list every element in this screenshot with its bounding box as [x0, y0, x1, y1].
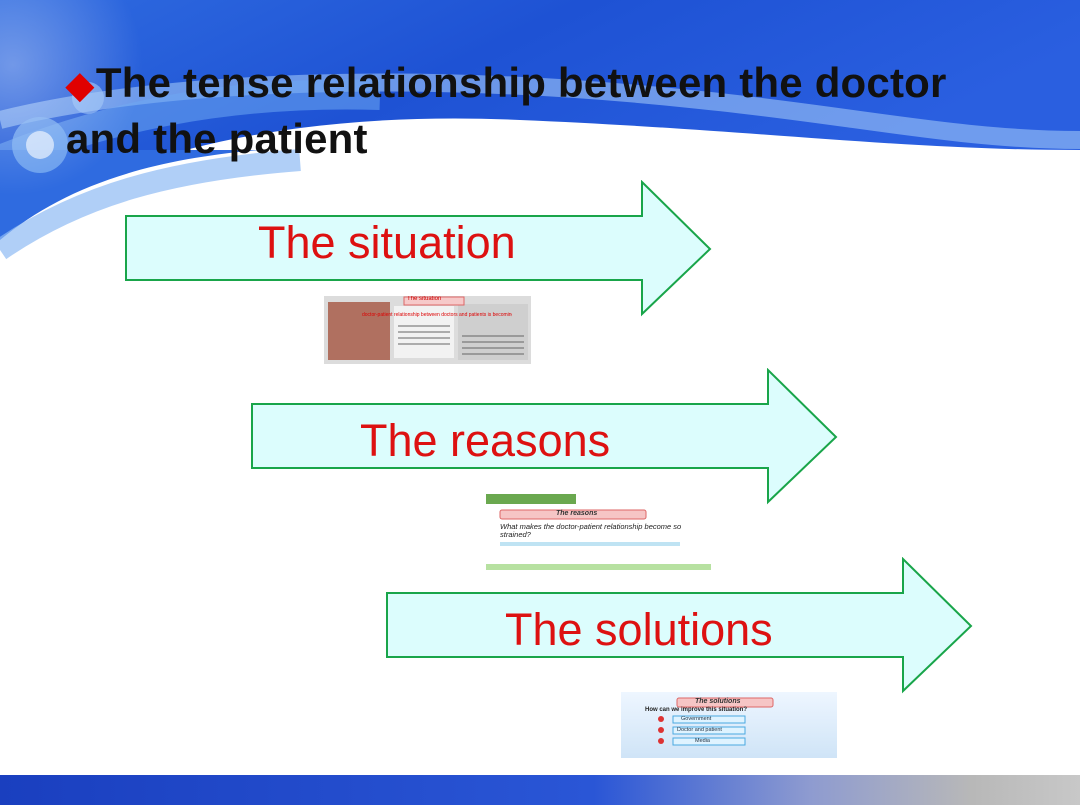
arrow-the-reasons[interactable]: The reasons [250, 368, 840, 506]
solutions-diagram-icon [658, 697, 774, 746]
situation-thumb-caption: doctor-patient relationship between doct… [362, 312, 512, 318]
slide-title: ◆The tense relationship between the doct… [66, 56, 966, 166]
solutions-thumb-header: The solutions [695, 698, 741, 705]
arrow-the-solutions[interactable]: The solutions [385, 557, 975, 695]
grass-border-icon [486, 494, 711, 570]
solutions-thumbnail[interactable]: The solutions How can we improve this si… [621, 692, 837, 758]
reasons-thumb-question: What makes the doctor-patient relationsh… [500, 522, 682, 539]
arrow-label-situation: The situation [258, 217, 516, 268]
reasons-thumb-header: The reasons [556, 510, 598, 517]
reasons-thumbnail[interactable]: The reasons What makes the doctor-patien… [486, 494, 711, 572]
bottom-accent-bar [0, 775, 1080, 805]
right-arrow-shape-icon [125, 180, 712, 317]
right-arrow-shape-icon [386, 557, 973, 694]
solutions-thumb-item: Doctor and patient [677, 727, 722, 733]
solutions-thumb-item: Government [681, 716, 712, 722]
situation-thumb-header: The situation [407, 296, 442, 302]
slide-title-text: The tense relationship between the docto… [66, 59, 947, 162]
solutions-thumb-question: How can we improve this situation? [645, 707, 748, 713]
arrow-label-solutions: The solutions [505, 604, 773, 655]
newspaper-collage-icon [324, 296, 531, 364]
right-arrow-shape-icon [251, 368, 838, 505]
solutions-thumb-item: Media [695, 738, 710, 744]
situation-thumbnail[interactable]: The situation doctor-patient relationshi… [324, 296, 531, 364]
arrow-the-situation[interactable]: The situation [124, 180, 714, 318]
diamond-bullet-icon: ◆ [66, 64, 94, 105]
arrow-label-reasons: The reasons [360, 415, 611, 466]
